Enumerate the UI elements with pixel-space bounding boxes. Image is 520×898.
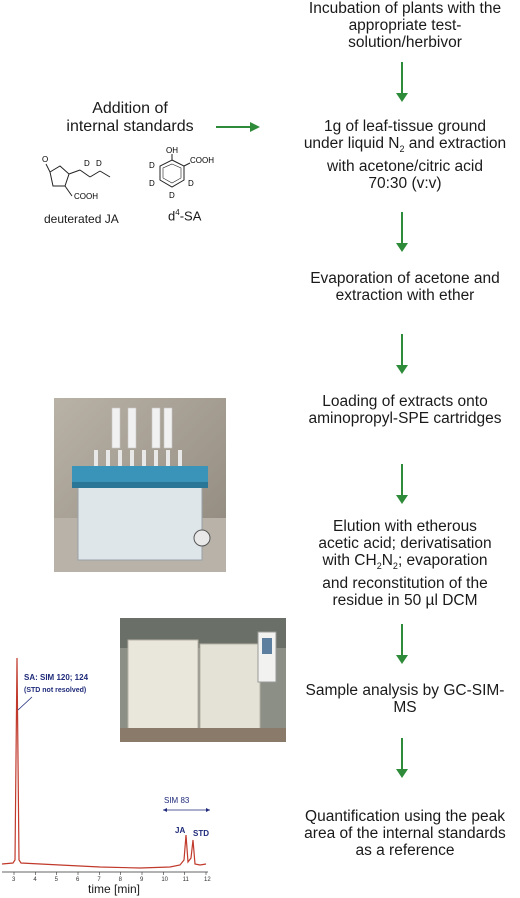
arrow-down-icon — [396, 464, 408, 504]
x-tick-label: 4 — [33, 877, 37, 883]
std-peak-label: STD — [193, 829, 209, 838]
d4-sa-label: d4-SA — [168, 208, 202, 224]
step-spe-loading: Loading of extracts onto aminopropyl-SPE… — [308, 393, 502, 427]
sa-d-lower-left: D — [149, 179, 155, 188]
arrow-down-icon — [396, 624, 408, 664]
x-tick-label: 10 — [161, 877, 168, 883]
x-tick-label: 11 — [183, 877, 190, 883]
sim-83-label: SIM 83 — [164, 796, 190, 805]
x-axis-label: time [min] — [88, 882, 140, 896]
ja-cooh: COOH — [74, 192, 98, 201]
ja-d2: D — [96, 159, 102, 168]
ja-d1: D — [84, 159, 90, 168]
x-tick-label: 12 — [204, 877, 211, 883]
sa-d-right: D — [188, 179, 194, 188]
step-gc-analysis: Sample analysis by GC-SIM-MS — [305, 682, 505, 716]
ja-oxo: O — [42, 155, 48, 164]
step-evaporation: Evaporation of acetone and extraction wi… — [310, 270, 500, 304]
x-tick-label: 7 — [97, 877, 101, 883]
spe-manifold-photo — [54, 398, 226, 572]
x-tick-label: 3 — [12, 877, 16, 883]
step-extraction: 1g of leaf-tissue ground under liquid N2… — [303, 118, 507, 193]
ja-label: deuterated JA — [44, 212, 119, 226]
arrow-down-icon — [396, 62, 408, 102]
x-tick-label: 5 — [55, 877, 59, 883]
step-quantification: Quantification using the peak area of th… — [304, 808, 506, 859]
sa-annotation-line1: SA: SIM 120; 124 — [24, 673, 89, 682]
sa-annotation-line2: (STD not resolved) — [24, 687, 86, 694]
chromatogram: 3 4 5 6 7 8 9 10 11 12 SA: SIM 120; 124 (STD not … — [1, 657, 211, 896]
chromatogram-trace — [1, 657, 207, 869]
arrow-down-icon — [396, 738, 408, 778]
sa-oh: OH — [166, 146, 178, 155]
d4-sa-structure: OH COOH D D D D — [149, 146, 214, 200]
x-tick-label: 9 — [140, 877, 144, 883]
sa-cooh: COOH — [190, 156, 214, 165]
sa-d-left: D — [149, 161, 155, 170]
arrow-right-icon — [216, 122, 260, 132]
step-incubation: Incubation of plants with the appropriat… — [308, 0, 502, 51]
deuterated-ja-structure: O D D COOH — [42, 155, 111, 201]
step-elution: Elution with etherous acetic acid; deriv… — [318, 518, 492, 610]
x-axis-ticks: 3 4 5 6 7 8 9 10 11 12 — [12, 872, 211, 883]
x-tick-label: 8 — [119, 877, 123, 883]
arrow-down-icon — [396, 334, 408, 374]
ja-peak-label: JA — [175, 826, 185, 835]
gc-ms-photo — [120, 618, 286, 742]
internal-standards-title: Addition of internal standards — [66, 100, 194, 135]
arrow-down-icon — [396, 212, 408, 252]
sa-d-bottom: D — [169, 191, 175, 200]
x-tick-label: 6 — [76, 877, 80, 883]
